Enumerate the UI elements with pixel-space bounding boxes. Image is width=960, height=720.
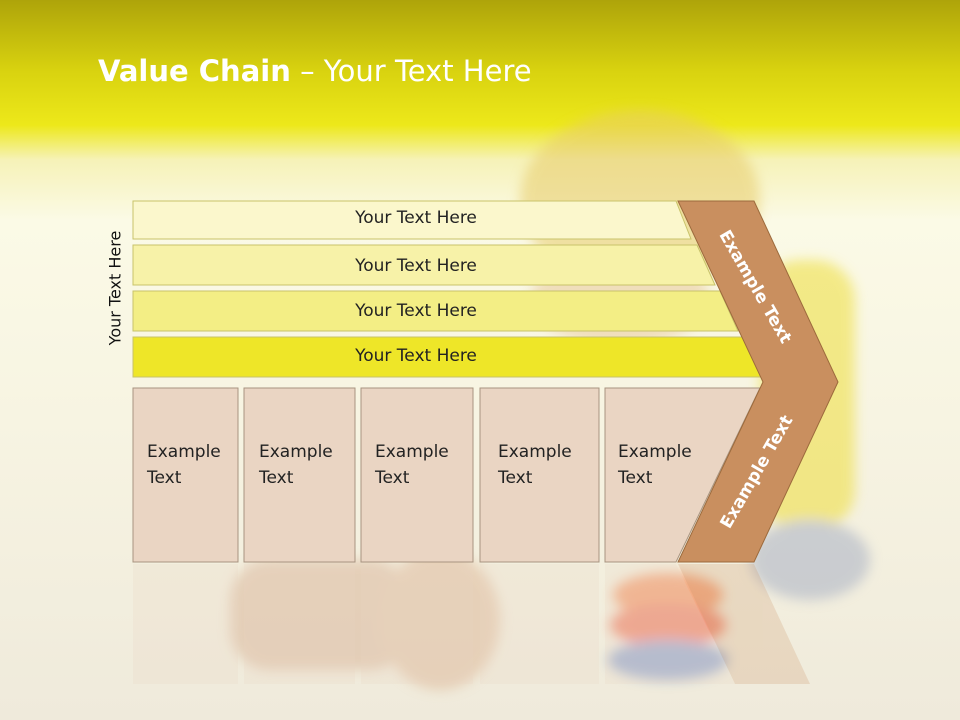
- column-4-line1: Example: [498, 442, 572, 462]
- band-1: [132, 200, 692, 240]
- column-2-reflection: [244, 564, 355, 684]
- band-3-label: Your Text Here: [355, 301, 477, 321]
- column-2-label: Example Text: [259, 439, 333, 491]
- slide-title: Value Chain – Your Text Here: [98, 54, 532, 88]
- band-2-label: Your Text Here: [355, 256, 477, 276]
- column-1-line1: Example: [147, 442, 221, 462]
- column-3: [360, 387, 474, 563]
- column-5-line1: Example: [618, 442, 692, 462]
- title-bold: Value Chain: [98, 54, 291, 88]
- column-1: [132, 387, 239, 563]
- column-5: [604, 387, 761, 563]
- band-4-label: Your Text Here: [355, 346, 477, 366]
- column-1-reflection: [133, 564, 238, 684]
- band-3: [132, 290, 739, 332]
- column-4-label: Example Text: [498, 439, 572, 491]
- column-5-line2: Text: [618, 468, 653, 488]
- column-4-reflection: [480, 564, 599, 684]
- column-3-label: Example Text: [375, 439, 449, 491]
- column-1-line2: Text: [147, 468, 182, 488]
- chevron-reflection: [678, 564, 810, 684]
- band-1-label: Your Text Here: [355, 208, 477, 228]
- column-4-line2: Text: [498, 468, 533, 488]
- column-3-reflection: [361, 564, 473, 684]
- column-2-line1: Example: [259, 442, 333, 462]
- column-2-line2: Text: [259, 468, 294, 488]
- title-rest: – Your Text Here: [290, 54, 532, 88]
- band-2: [132, 244, 716, 286]
- column-3-line2: Text: [375, 468, 410, 488]
- column-5-label: Example Text: [618, 439, 692, 491]
- column-5-reflection: [605, 564, 735, 684]
- column-3-line1: Example: [375, 442, 449, 462]
- column-4: [479, 387, 600, 563]
- chevron-arrow: [677, 200, 839, 563]
- column-2: [243, 387, 356, 563]
- column-1-label: Example Text: [147, 439, 221, 491]
